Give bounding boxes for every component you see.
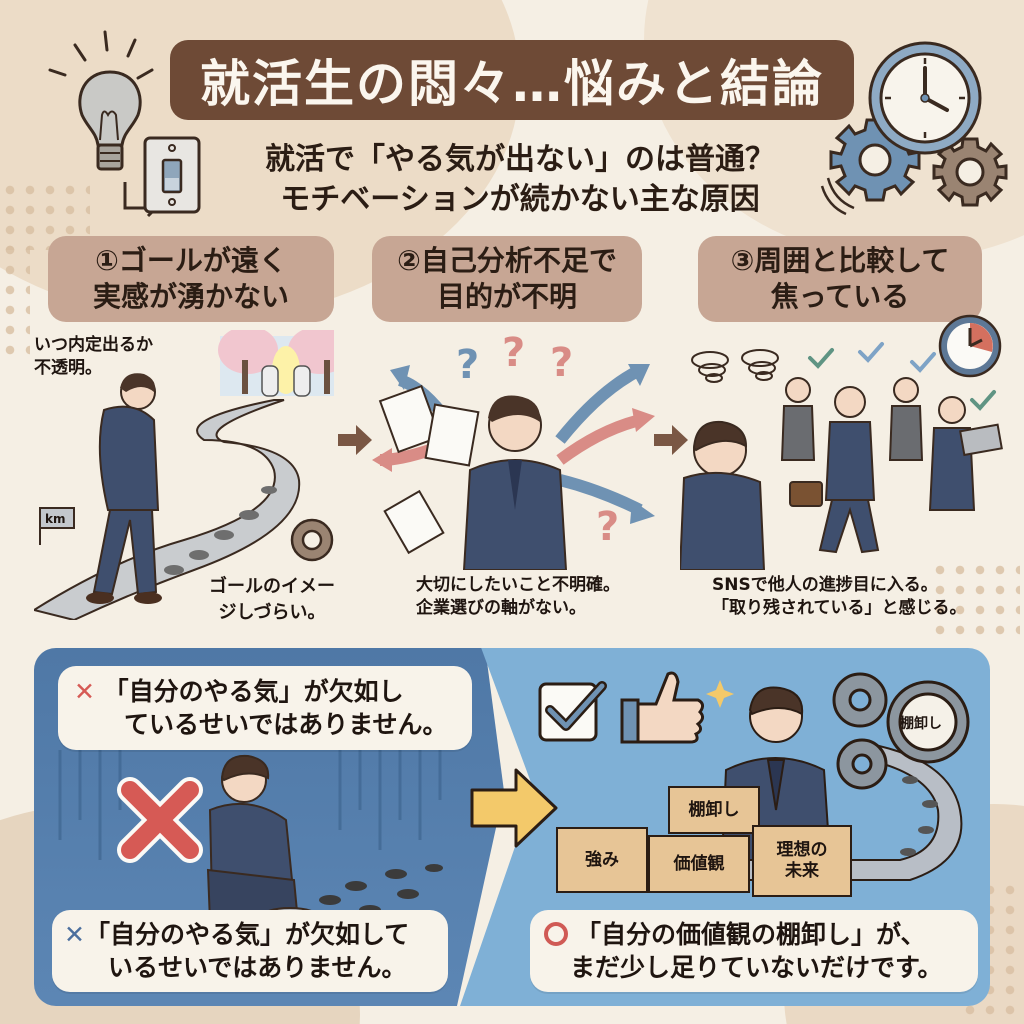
right-statement-line-1: 「自分の価値観の棚卸し」が、 xyxy=(576,920,926,949)
blue-x-mark-icon: ✕ xyxy=(64,920,85,949)
cause-3-caption-line-2: 「取り残されている」と感じる。 xyxy=(712,598,967,618)
cause-2-heading: ②自己分析不足で 目的が不明 xyxy=(372,236,642,322)
svg-text:?: ? xyxy=(596,504,619,550)
cause-2-heading-line-2: 目的が不明 xyxy=(436,280,577,313)
page-title-text: 就活生の悶々…悩みと結論 xyxy=(200,55,824,113)
arrow-right-icon xyxy=(338,425,372,455)
clock-gears-icon xyxy=(820,41,1008,216)
cause-1-heading-line-1: ①ゴールが遠く xyxy=(95,244,287,277)
cause-1-note-line-1: いつ内定出るか xyxy=(34,335,153,355)
cause-2-caption-line-1: 大切にしたいこと不明確。 xyxy=(416,575,620,595)
cause-1-heading: ①ゴールが遠く 実感が湧かない xyxy=(48,236,334,322)
wrong-statement-bottom: ✕「自分のやる気」が欠如して いるせいではありません。 xyxy=(52,910,448,992)
confused-student-illustration: ? ? ? ? xyxy=(372,330,655,570)
wrong-statement-top: ✕ 「自分のやる気」が欠如し ているせいではありません。 xyxy=(58,666,472,750)
subtitle-line-2: モチベーションが続かない主な原因 xyxy=(280,182,760,217)
box-values-label: 価値観 xyxy=(673,853,725,874)
cause-3-caption-line-1: SNSで他人の進捗目に入る。 xyxy=(712,575,938,595)
wrong-statement-top-line-1: 「自分のやる気」が欠如し xyxy=(103,677,404,706)
cause-1-caption-line-1: ゴールのイメー xyxy=(209,576,335,597)
wrong-statement-bottom-line-2: いるせいではありません。 xyxy=(108,953,407,982)
wrong-statement-top-line-2: ているせいではありません。 xyxy=(124,710,448,739)
box-strengths: 強み xyxy=(556,827,648,893)
light-switch-icon xyxy=(143,136,201,214)
box-ideal-future-label-line-1: 理想の xyxy=(776,840,828,860)
box-ideal-future: 理想の 未来 xyxy=(752,825,852,897)
svg-text:?: ? xyxy=(456,342,479,388)
box-strengths-label: 強み xyxy=(585,849,619,870)
right-statement-line-2: まだ少し足りていないだけです。 xyxy=(570,953,943,982)
lightbulb-icon xyxy=(48,30,159,218)
cause-3-caption: SNSで他人の進捗目に入る。 「取り残されている」と感じる。 xyxy=(712,574,967,620)
circle-mark-icon xyxy=(544,922,568,946)
box-values: 価値観 xyxy=(648,835,750,893)
dot-pattern xyxy=(930,560,1020,640)
arrow-right-icon xyxy=(654,425,688,455)
page-title: 就活生の悶々…悩みと結論 xyxy=(170,40,854,120)
svg-text:?: ? xyxy=(502,330,525,376)
walking-student-illustration: km xyxy=(34,330,334,620)
cause-3-heading: ③周囲と比較して 焦っている xyxy=(698,236,982,322)
cause-3-heading-line-1: ③周囲と比較して xyxy=(730,244,950,277)
right-statement: 「自分の価値観の棚卸し」が、 まだ少し足りていないだけです。 xyxy=(530,910,978,992)
wrong-statement-bottom-line-1: 「自分のやる気」が欠如して xyxy=(84,920,410,949)
subtitle: 就活で「やる気が出ない」のは普通？ モチベーションが続かない主な原因 xyxy=(220,140,820,220)
cause-2-heading-line-1: ②自己分析不足で xyxy=(397,244,617,277)
organizing-boxes-illustration xyxy=(538,671,970,881)
comparing-peers-illustration xyxy=(680,314,1003,570)
subtitle-line-1: 就活で「やる気が出ない」のは普通？ xyxy=(265,142,775,177)
cause-2-caption-line-2: 企業選びの軸がない。 xyxy=(416,598,586,618)
cause-1-heading-line-2: 実感が湧かない xyxy=(92,280,289,313)
svg-text:km: km xyxy=(45,512,65,526)
gear-inventory-label: 棚卸し xyxy=(900,716,942,732)
box-ideal-future-label-line-2: 未来 xyxy=(785,861,819,881)
yellow-arrow-right-icon xyxy=(470,768,558,848)
cause-1-caption: ゴールのイメー ジしづらい。 xyxy=(204,574,340,626)
cause-1-note-line-2: 不透明。 xyxy=(34,358,102,378)
red-x-icon xyxy=(121,781,199,859)
cause-1-caption-line-2: ジしづらい。 xyxy=(218,602,326,623)
thumbs-up-icon xyxy=(620,671,705,744)
gear-brown xyxy=(932,137,1008,207)
cause-2-caption: 大切にしたいこと不明確。 企業選びの軸がない。 xyxy=(416,574,620,620)
dot-pattern xyxy=(0,240,30,360)
box-inventory: 棚卸し xyxy=(668,786,760,834)
svg-text:?: ? xyxy=(550,340,573,386)
sparkle-icon xyxy=(706,680,734,708)
cause-3-heading-line-2: 焦っている xyxy=(770,280,910,313)
cause-1-note: いつ内定出るか 不透明。 xyxy=(34,334,153,380)
checkbox-icon xyxy=(538,681,607,742)
red-x-mark-icon: ✕ xyxy=(74,677,95,706)
box-inventory-label: 棚卸し xyxy=(688,799,740,820)
